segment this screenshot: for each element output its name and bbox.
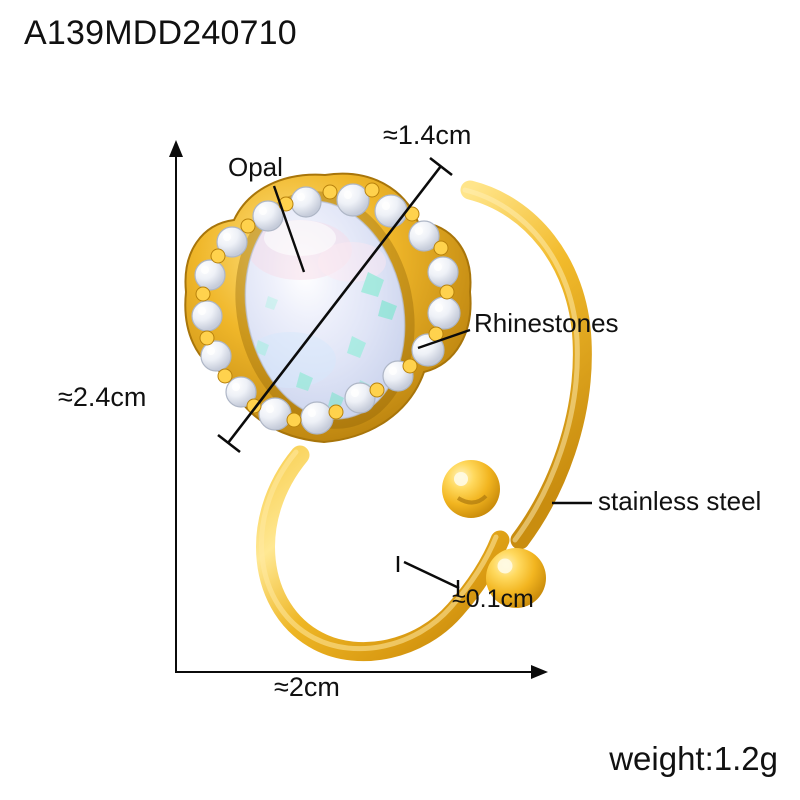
opal-leader-line [272, 185, 306, 273]
label-rhinestones: Rhinestones [474, 308, 619, 338]
ball-terminal-lower [486, 548, 546, 608]
stone-width-measure-line [217, 156, 453, 454]
band-thickness-measure-line [396, 556, 460, 596]
ring-band [256, 180, 592, 662]
dimension-stone-width: ≈1.4cm [383, 120, 472, 150]
width-axis-arrowhead [531, 665, 548, 679]
ball-terminal-upper [442, 460, 500, 518]
label-opal: Opal [228, 152, 283, 182]
height-measure-axis [175, 152, 177, 673]
dimension-band-thickness: ≈0.1cm [452, 585, 534, 613]
dimension-ring-width: ≈2cm [274, 672, 340, 702]
rhinestone-cluster [191, 182, 461, 435]
product-weight: weight:1.2g [609, 740, 778, 777]
dimension-ring-height: ≈2.4cm [58, 382, 147, 412]
height-axis-arrowhead [169, 140, 183, 157]
rhinestones-leader-line [417, 328, 471, 350]
product-sku: A139MDD240710 [24, 14, 297, 52]
label-stainless-steel: stainless steel [598, 486, 762, 516]
opal-cabochon [244, 200, 406, 420]
width-measure-axis [175, 671, 541, 673]
